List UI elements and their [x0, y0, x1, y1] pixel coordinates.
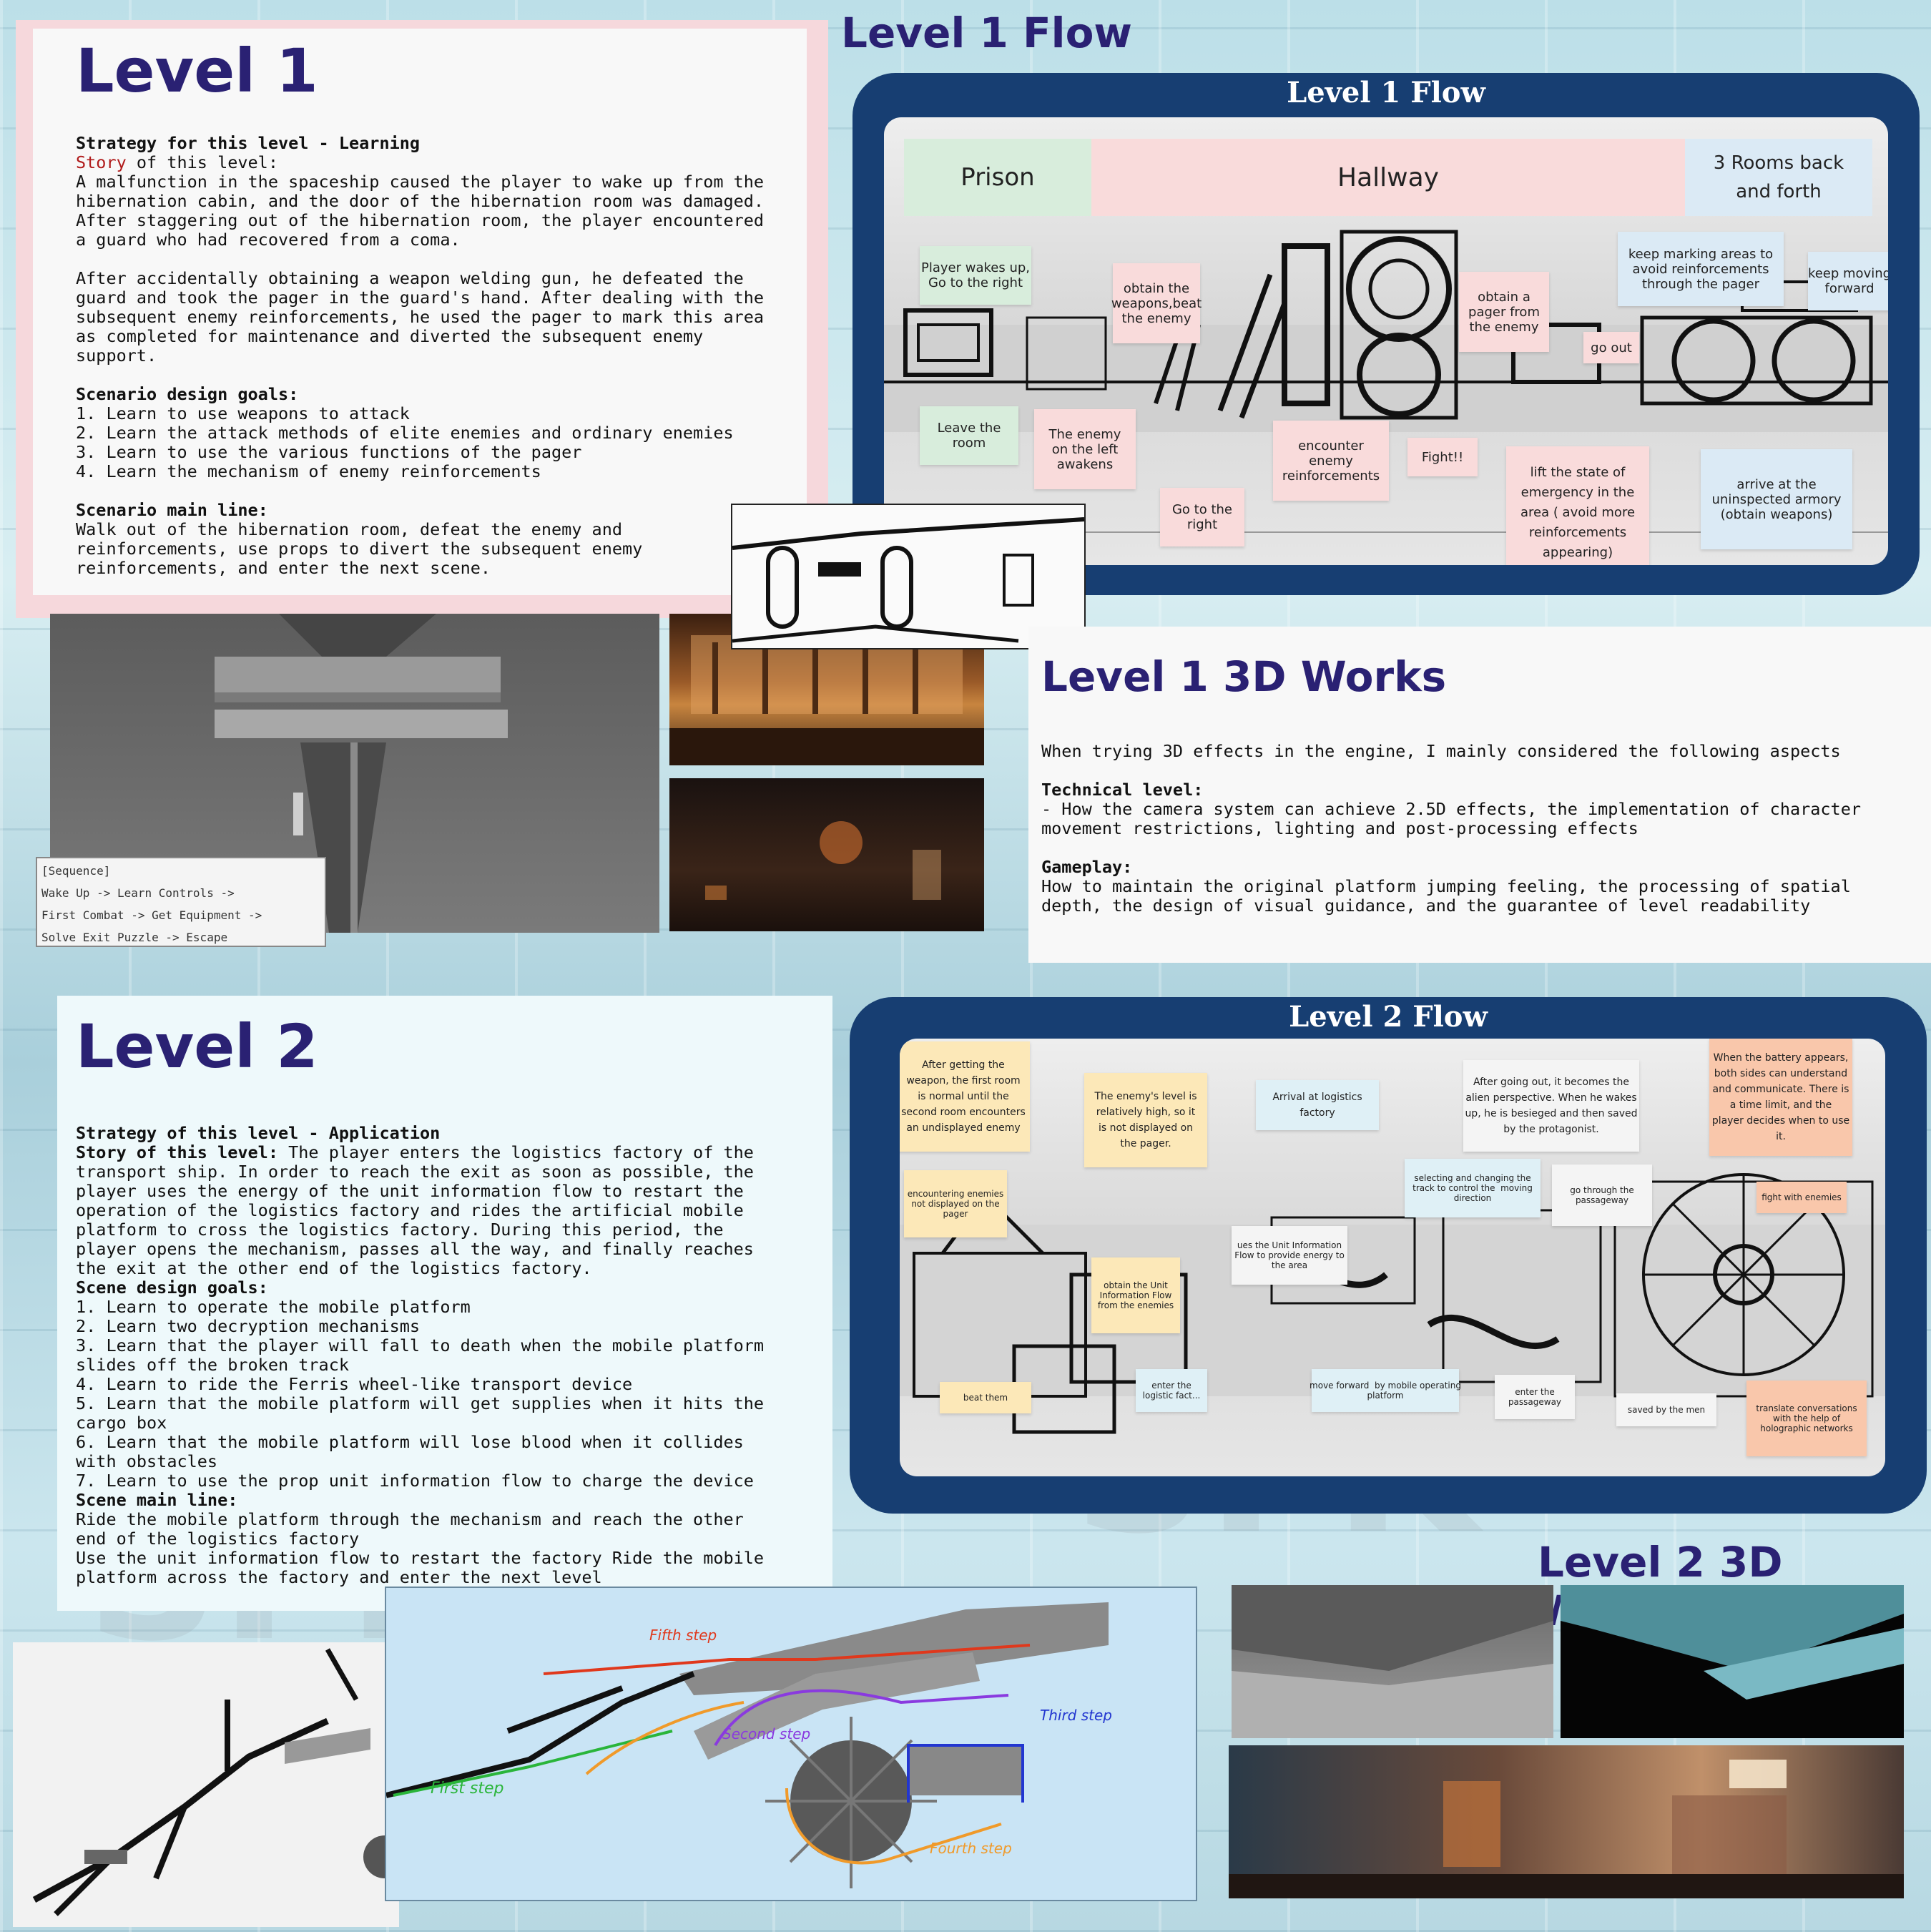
level2-panel — [57, 996, 832, 1611]
level1-dark-render — [669, 778, 984, 931]
flow1-note: The enemy on the left awakens — [1034, 409, 1136, 489]
level1-strategy-block: Strategy for this level - Learning Story… — [76, 114, 798, 578]
flow1-note: lift the state of emergency in the area … — [1506, 446, 1649, 565]
dark-room-geometry — [705, 821, 941, 900]
level2-goals-label: Scene design goals: — [76, 1278, 268, 1298]
flow2-board-title: Level 2 Flow — [1289, 1000, 1488, 1034]
flow1-note: keep marking areas to avoid reinforcemen… — [1618, 232, 1784, 306]
flow2-note: enter the passageway — [1495, 1375, 1575, 1419]
sequence-line: Wake Up -> Learn Controls -> — [41, 886, 235, 900]
level1-strategy-label: Strategy for this level - Learning — [76, 133, 421, 153]
route-label-first: First step — [431, 1780, 504, 1798]
flow2-board-canvas: After getting the weapon, the first room… — [900, 1039, 1885, 1476]
flow2-board: Level 2 Flow After getting the weapon, t… — [850, 997, 1927, 1514]
flow2-note: translate conversations with the help of… — [1746, 1381, 1867, 1456]
level2-overview-map — [13, 1642, 399, 1927]
level2-factory-render — [1229, 1745, 1904, 1898]
flow1-note: encounter enemy reinforcements — [1273, 421, 1389, 501]
level2-story-text: The player enters the logistics factory … — [76, 1142, 754, 1278]
flow2-note: After getting the weapon, the first room… — [900, 1041, 1030, 1152]
works1-text: When trying 3D effects in the engine, I … — [1041, 722, 1914, 916]
level2-mainline-label: Scene main line: — [76, 1490, 238, 1510]
flow1-note: go out — [1583, 332, 1639, 363]
level2-title: Level 2 — [76, 1011, 318, 1082]
flow1-note: Player wakes up, Go to the right — [920, 246, 1031, 305]
level1-goals-label: Scenario design goals: — [76, 384, 299, 404]
works1-title: Level 1 3D Works — [1041, 652, 1447, 701]
level2-graybox-render — [1232, 1585, 1553, 1738]
sequence-header: [Sequence] — [41, 864, 111, 878]
sequence-line: First Combat -> Get Equipment -> — [41, 908, 262, 922]
flow1-board-title: Level 1 Flow — [1287, 76, 1485, 109]
works1-gameplay-text: How to maintain the original platform ju… — [1041, 876, 1851, 916]
level1-mainline: Walk out of the hibernation room, defeat… — [76, 519, 643, 578]
flow1-note: keep moving forward — [1808, 252, 1888, 310]
level2-strategy-label: Strategy of this level - Application — [76, 1123, 441, 1143]
route-label-fourth: Fourth step — [930, 1840, 1012, 1857]
flow2-note: The enemy's level is relatively high, so… — [1084, 1073, 1207, 1167]
flow2-note: move forward by mobile operating platfor… — [1310, 1369, 1461, 1412]
corridor-sketch — [732, 517, 1084, 643]
flow1-heading: Level 1 Flow — [841, 9, 1132, 57]
sequence-box: [Sequence] Wake Up -> Learn Controls -> … — [36, 857, 326, 947]
flow1-zone-rooms: 3 Rooms back and forth — [1685, 139, 1872, 216]
route-map-geometry — [386, 1602, 1109, 1888]
flow1-note: obtain the weapons,beat the enemy — [1111, 263, 1202, 343]
flow2-note: fight with enemies — [1756, 1182, 1847, 1213]
level1-goals: 1. Learn to use weapons to attack 2. Lea… — [76, 403, 734, 481]
route-label-third: Third step — [1040, 1707, 1112, 1724]
flow1-board: Level 1 Flow Prison Hallway 3 Rooms back… — [853, 73, 1920, 595]
works1-intro: When trying 3D effects in the engine, I … — [1041, 741, 1841, 761]
level1-sketch-render — [731, 504, 1086, 649]
works1-panel — [1028, 627, 1931, 963]
works1-tech-text: - How the camera system can achieve 2.5D… — [1041, 799, 1862, 838]
flow1-note: Fight!! — [1407, 438, 1478, 476]
flow2-note: beat them — [940, 1382, 1031, 1413]
level1-story-label-red: Story — [76, 152, 127, 172]
flow1-note: Leave the room — [920, 406, 1018, 465]
sequence-line: Solve Exit Puzzle -> Escape — [41, 931, 228, 944]
level1-story-p2: After accidentally obtaining a weapon we… — [76, 268, 765, 366]
flow2-note: enter the logistic fact... — [1136, 1369, 1207, 1412]
flow2-note: ues the Unit Information Flow to provide… — [1232, 1226, 1347, 1285]
flow2-note: selecting and changing the track to cont… — [1405, 1159, 1541, 1217]
level1-panel — [33, 29, 807, 595]
flow1-note: arrive at the uninspected armory (obtain… — [1701, 449, 1852, 549]
flow2-note: obtain the Unit Information Flow from th… — [1091, 1257, 1180, 1333]
factory-interior-geometry — [1229, 1760, 1904, 1898]
flow2-note: go through the passageway — [1552, 1164, 1652, 1226]
flow2-note: saved by the men — [1616, 1393, 1716, 1426]
level1-title: Level 1 — [76, 36, 318, 106]
graybox2-geometry — [1232, 1585, 1553, 1738]
level1-story-p1: A malfunction in the spaceship caused th… — [76, 172, 765, 250]
flow1-note: Go to the right — [1160, 488, 1244, 546]
level2-text: Strategy of this level - Application Sto… — [76, 1104, 820, 1587]
teal-platform-geometry — [1561, 1585, 1904, 1700]
flow2-note: After going out, it becomes the alien pe… — [1463, 1060, 1639, 1152]
level2-teal-render — [1561, 1585, 1904, 1738]
route-label-fifth: Fifth step — [649, 1627, 717, 1644]
level1-mainline-label: Scenario main line: — [76, 500, 268, 520]
level2-route-map: First step Second step Third step Fourth… — [385, 1587, 1197, 1901]
flow1-zone-prison: Prison — [904, 139, 1091, 216]
flow1-board-canvas: Prison Hallway 3 Rooms back and forth Pl… — [884, 117, 1888, 565]
flow2-note: When the battery appears, both sides can… — [1709, 1039, 1852, 1156]
level2-mainline: Ride the mobile platform through the mec… — [76, 1509, 765, 1587]
level2-story-label: Story of this level: — [76, 1142, 278, 1162]
works1-tech-label: Technical level: — [1041, 780, 1204, 800]
flow2-note: encountering enemies not displayed on th… — [904, 1170, 1007, 1237]
works1-gameplay-label: Gameplay: — [1041, 857, 1133, 877]
route-label-second: Second step — [722, 1725, 811, 1742]
flow1-zone-hallway: Hallway — [1091, 139, 1685, 216]
overview-map-lines — [32, 1648, 399, 1916]
flow1-note: obtain a pager from the enemy — [1459, 272, 1549, 352]
level2-goals: 1. Learn to operate the mobile platform … — [76, 1297, 765, 1491]
level1-story-label: of this level: — [126, 152, 278, 172]
graybox-geometry — [215, 614, 508, 933]
flow2-note: Arrival at logistics factory — [1256, 1080, 1379, 1130]
